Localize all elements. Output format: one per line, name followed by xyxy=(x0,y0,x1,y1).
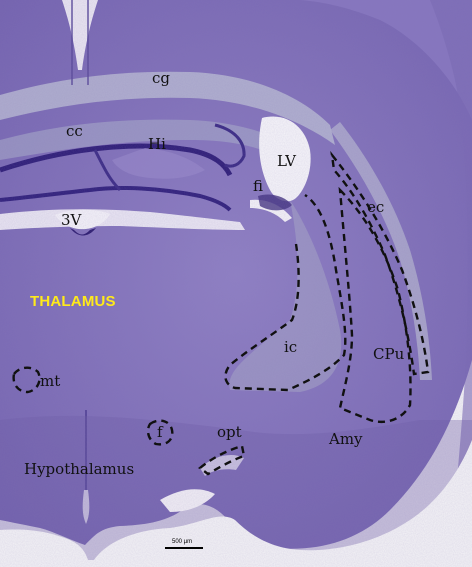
label-lv: LV xyxy=(277,152,297,170)
ic-outline xyxy=(224,194,347,392)
label-thalamus: THALAMUS xyxy=(30,293,116,310)
mt-outline xyxy=(12,366,41,394)
label-ec: ec xyxy=(367,198,385,216)
f-outline xyxy=(146,419,174,446)
label-cpu: CPu xyxy=(373,345,405,363)
label-hypothalamus: Hypothalamus xyxy=(24,460,135,478)
label-f: f xyxy=(157,423,163,441)
scale-bar xyxy=(165,547,203,549)
label-opt: opt xyxy=(217,423,242,441)
label-ic: ic xyxy=(284,338,298,356)
label-cg: cg xyxy=(152,69,171,87)
annotation-outlines xyxy=(12,150,430,476)
label-cc: cc xyxy=(66,122,83,140)
ec-outline xyxy=(330,150,430,376)
label-hi: Hi xyxy=(148,135,166,153)
label-mt: mt xyxy=(40,372,61,390)
label-fi: fi xyxy=(253,177,264,195)
opt-outline xyxy=(198,444,246,476)
cpu-outline xyxy=(338,186,412,424)
label-amy: Amy xyxy=(329,430,363,448)
label-3v: 3V xyxy=(61,211,82,229)
scale-bar-label: 500 µm xyxy=(172,539,193,545)
